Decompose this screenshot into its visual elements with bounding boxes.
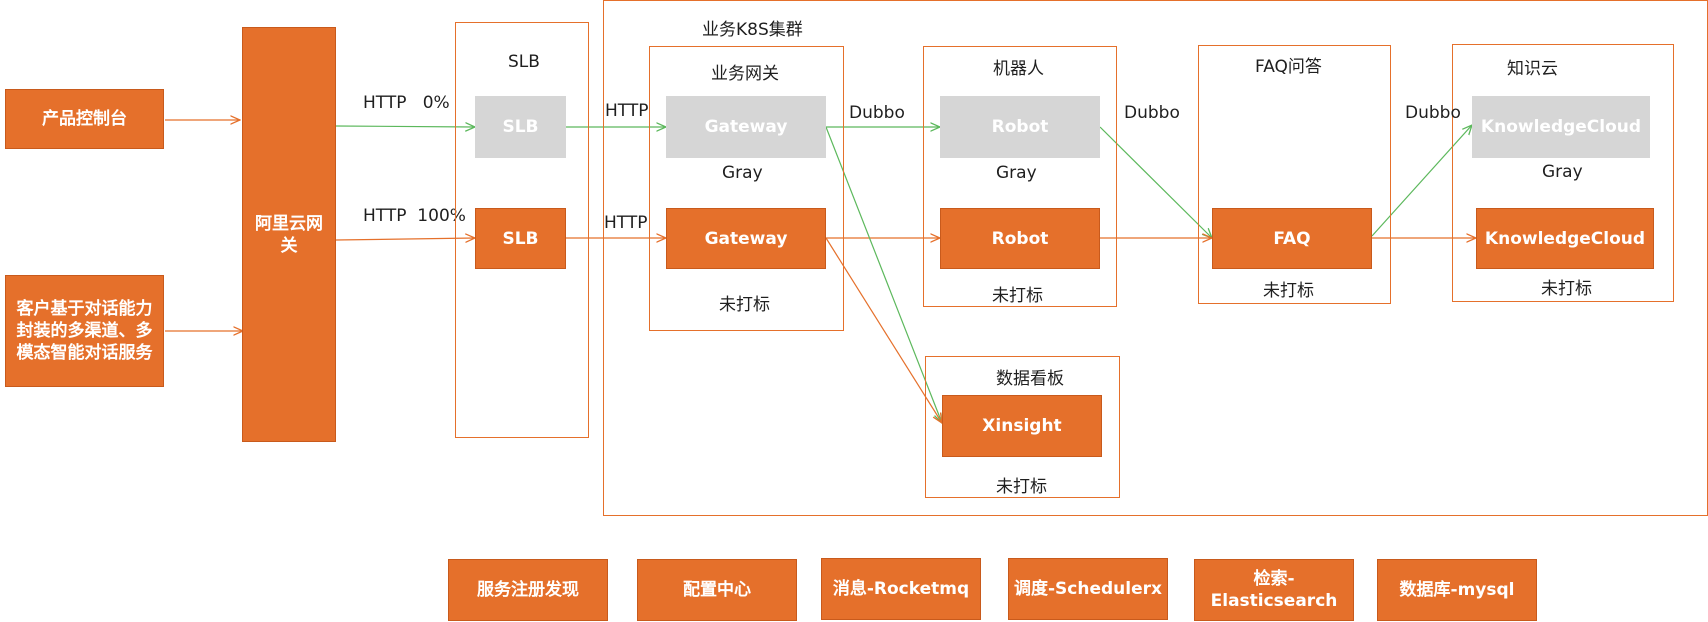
knowledge-gray-node: KnowledgeCloud bbox=[1472, 96, 1650, 158]
arrow-gateway-gray-to-xinsight bbox=[825, 126, 942, 423]
http-gateway-main-label: HTTP bbox=[604, 213, 648, 233]
biz-gateway-title: 业务网关 bbox=[711, 64, 779, 84]
xinsight-node: Xinsight bbox=[942, 395, 1102, 457]
biz-gateway-frame bbox=[649, 46, 844, 331]
knowledge-frame bbox=[1452, 44, 1674, 302]
dashboard-frame bbox=[925, 356, 1120, 498]
infra-config-center-label: 配置中心 bbox=[683, 580, 751, 600]
slb-main-label: SLB bbox=[502, 228, 539, 249]
console-node: 产品控制台 bbox=[5, 89, 164, 149]
robot-main-node: Robot bbox=[940, 208, 1100, 269]
infra-mysql-label: 数据库-mysql bbox=[1399, 580, 1515, 600]
infra-config-center: 配置中心 bbox=[637, 559, 797, 621]
arrow-gateway-main-to-xinsight bbox=[825, 237, 942, 423]
infra-schedulerx: 调度-Schedulerx bbox=[1008, 558, 1168, 620]
gateway-main-node: Gateway bbox=[666, 208, 826, 269]
infra-elasticsearch: 检索-Elasticsearch bbox=[1194, 559, 1354, 621]
robot-main-label: Robot bbox=[991, 228, 1049, 249]
slb-gray-node: SLB bbox=[475, 96, 566, 158]
slb-gray-label: SLB bbox=[502, 117, 539, 137]
infra-rocketmq-label: 消息-Rocketmq bbox=[832, 579, 970, 599]
aliyun-gateway-label: 阿里云网关 bbox=[255, 213, 323, 256]
faq-title: FAQ问答 bbox=[1255, 57, 1322, 77]
knowledge-main-node: KnowledgeCloud bbox=[1476, 208, 1654, 269]
robot-frame bbox=[923, 46, 1117, 307]
faq-main-node: FAQ bbox=[1212, 208, 1372, 269]
faq-frame bbox=[1198, 45, 1391, 304]
faq-main-label: FAQ bbox=[1273, 228, 1311, 249]
aliyun-gateway-node: 阿里云网关 bbox=[242, 27, 336, 442]
robot-title: 机器人 bbox=[993, 59, 1044, 79]
xinsight-tag: 未打标 bbox=[996, 477, 1047, 497]
robot-main-tag: 未打标 bbox=[992, 286, 1043, 306]
infra-service-registry: 服务注册发现 bbox=[448, 559, 608, 621]
console-label: 产品控制台 bbox=[42, 109, 127, 129]
http-gray-traffic-label: HTTP 0% bbox=[363, 93, 450, 113]
faq-main-tag: 未打标 bbox=[1263, 281, 1314, 301]
slb-group-title: SLB bbox=[508, 52, 540, 72]
gateway-main-tag: 未打标 bbox=[719, 295, 770, 315]
dubbo-faq-kc-label: Dubbo bbox=[1405, 103, 1461, 123]
k8s-cluster-title: 业务K8S集群 bbox=[702, 20, 803, 40]
knowledge-gray-tag: Gray bbox=[1542, 162, 1583, 182]
infra-mysql: 数据库-mysql bbox=[1377, 559, 1537, 621]
xinsight-label: Xinsight bbox=[982, 416, 1062, 436]
slb-main-node: SLB bbox=[475, 208, 566, 269]
arrow-robot-gray-to-faq bbox=[1099, 126, 1212, 238]
knowledge-main-label: KnowledgeCloud bbox=[1484, 228, 1646, 249]
knowledge-main-tag: 未打标 bbox=[1541, 279, 1592, 299]
slb-group-frame bbox=[455, 22, 589, 438]
robot-gray-label: Robot bbox=[991, 117, 1049, 137]
customer-label: 客户基于对话能力封装的多渠道、多模态智能对话服务 bbox=[16, 299, 153, 363]
infra-schedulerx-label: 调度-Schedulerx bbox=[1014, 579, 1162, 599]
knowledge-title: 知识云 bbox=[1507, 59, 1558, 79]
arrow-gateway-to-slb-main bbox=[335, 238, 475, 240]
dashboard-title: 数据看板 bbox=[996, 369, 1064, 389]
arrow-gateway-to-slb-gray bbox=[335, 126, 475, 127]
gateway-main-label: Gateway bbox=[704, 228, 788, 249]
gateway-gray-tag: Gray bbox=[722, 163, 763, 183]
http-main-traffic-label: HTTP 100% bbox=[363, 206, 466, 226]
infra-rocketmq: 消息-Rocketmq bbox=[821, 558, 981, 620]
customer-node: 客户基于对话能力封装的多渠道、多模态智能对话服务 bbox=[5, 275, 164, 387]
robot-gray-node: Robot bbox=[940, 96, 1100, 158]
gateway-gray-label: Gateway bbox=[704, 117, 788, 137]
robot-gray-tag: Gray bbox=[996, 163, 1037, 183]
dubbo-robot-faq-label: Dubbo bbox=[1124, 103, 1180, 123]
arrow-faq-to-kc-gray bbox=[1371, 125, 1472, 237]
gateway-gray-node: Gateway bbox=[666, 96, 826, 158]
infra-service-registry-label: 服务注册发现 bbox=[477, 580, 579, 600]
infra-elasticsearch-label: 检索-Elasticsearch bbox=[1210, 569, 1338, 611]
dubbo-gw-robot-label: Dubbo bbox=[849, 103, 905, 123]
knowledge-gray-label: KnowledgeCloud bbox=[1480, 117, 1642, 137]
http-gateway-gray-label: HTTP bbox=[605, 101, 649, 121]
